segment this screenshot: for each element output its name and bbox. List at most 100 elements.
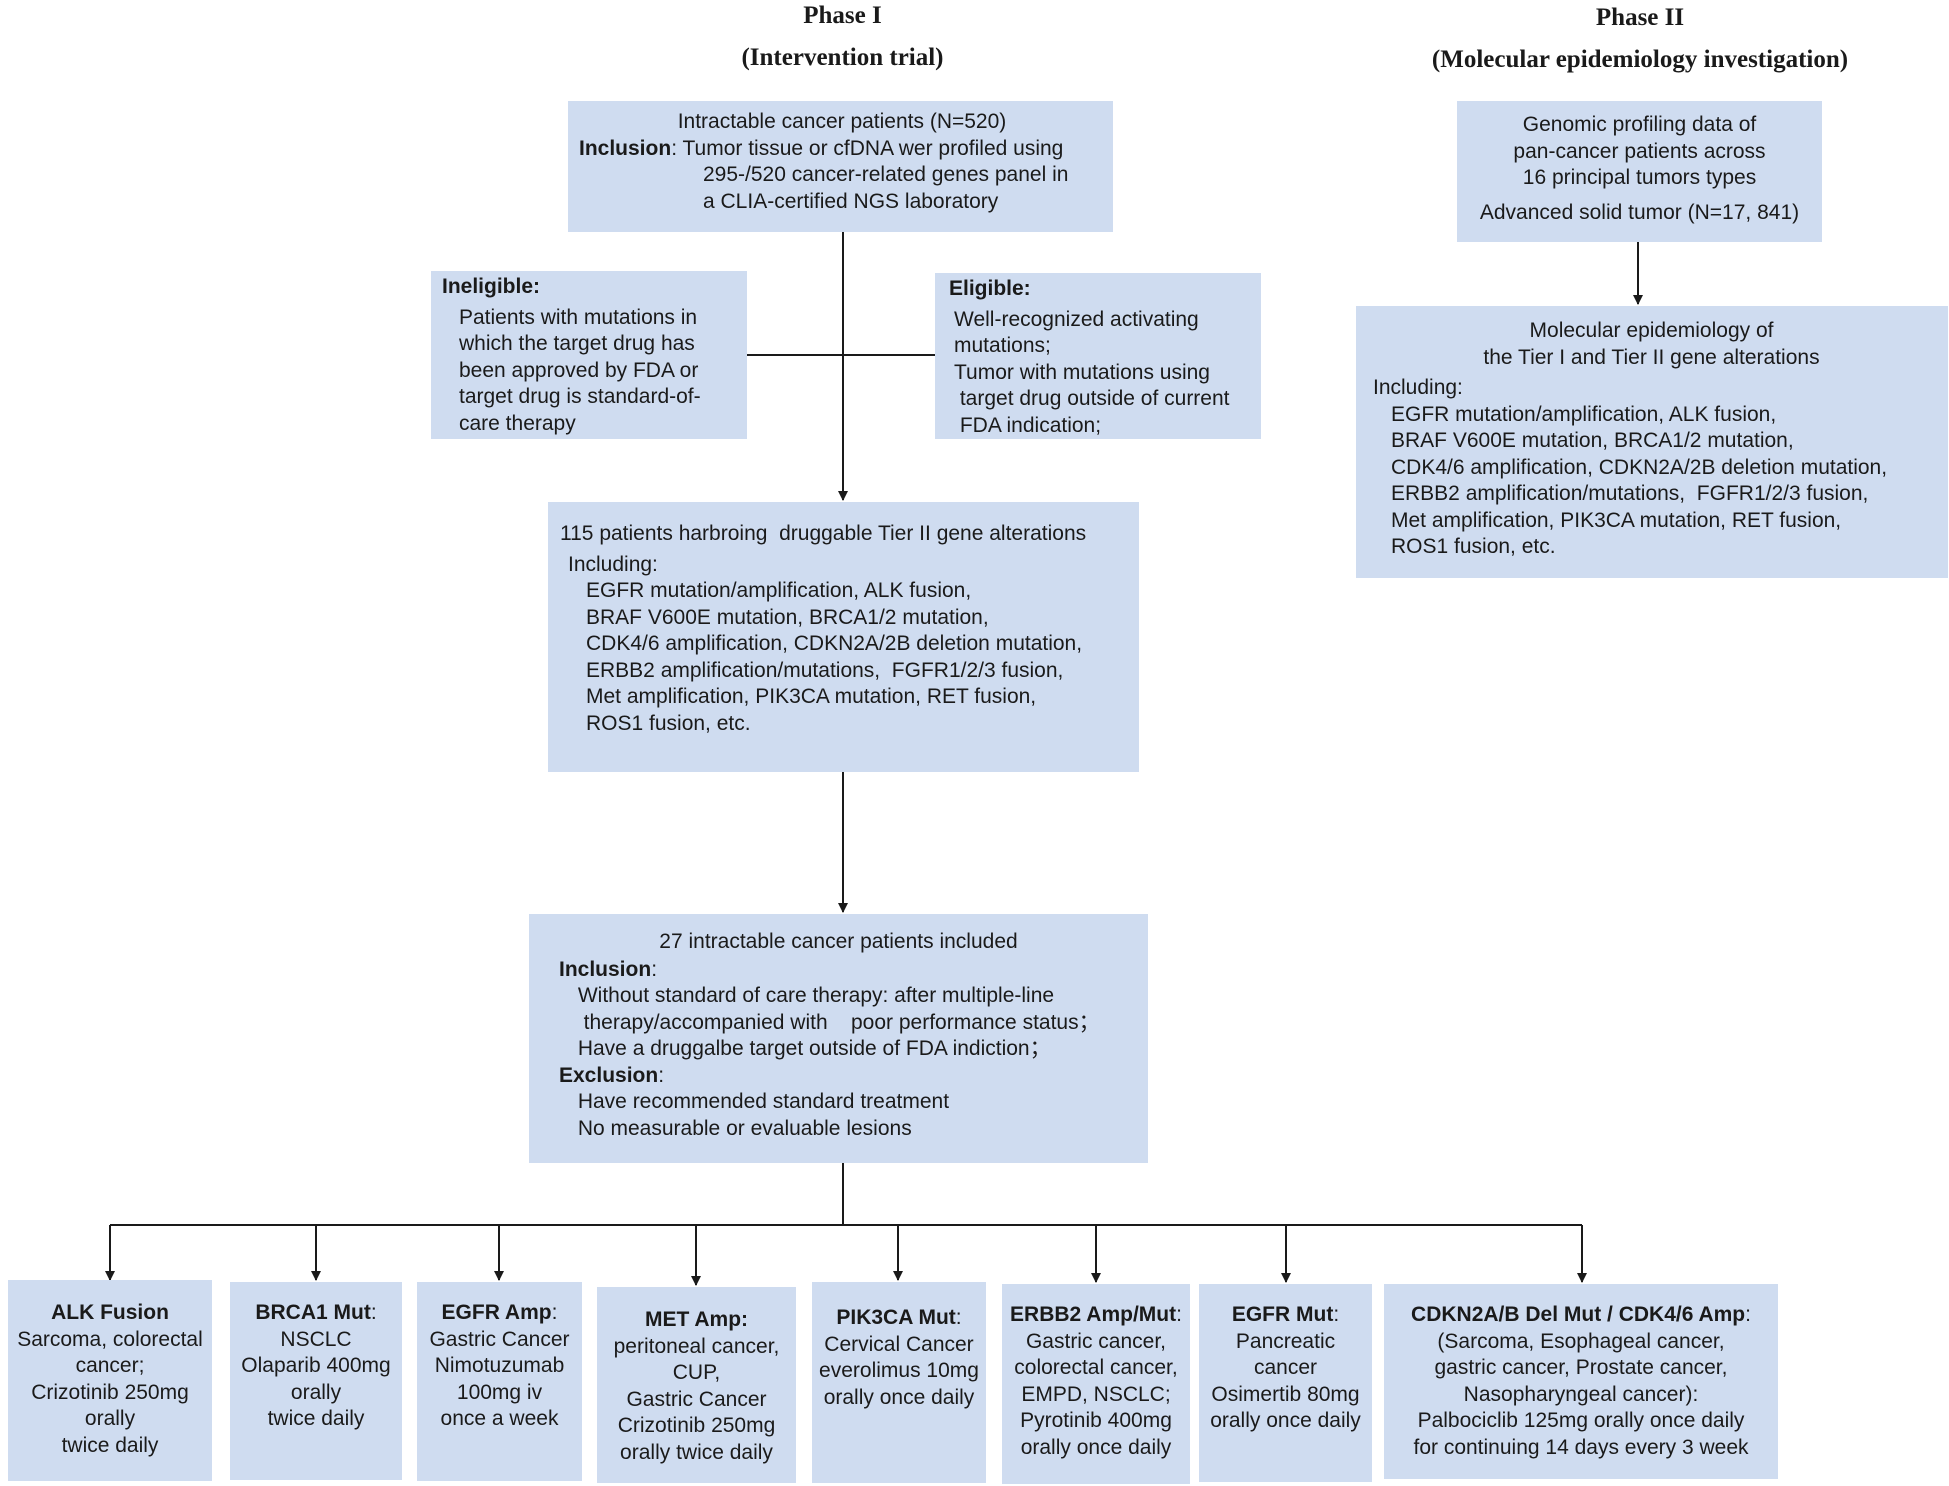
patients-inclusion-line: : Tumor tissue or cfDNA wer profiled usi… bbox=[671, 136, 1064, 160]
arm-line: twice daily bbox=[267, 1407, 365, 1430]
patients-title: Intractable cancer patients (N=520) bbox=[677, 110, 1007, 133]
molecular-including: Including: bbox=[1373, 376, 1463, 399]
ineligible-lines: Patients with mutations in which the tar… bbox=[442, 305, 739, 438]
arm-line: colorectal cancer, bbox=[1014, 1356, 1178, 1379]
arm-line: Crizotinib 250mg bbox=[31, 1380, 189, 1404]
patients-inclusion: Inclusion: Tumor tissue or cfDNA wer pro… bbox=[579, 136, 1105, 163]
included-inclusion-line: therapy/accompanied with poor performanc… bbox=[572, 1010, 1100, 1034]
arm-line: CUP, bbox=[672, 1361, 721, 1384]
arm-line: everolimus 10mg bbox=[819, 1359, 979, 1382]
arm-line: Gastric cancer, bbox=[1025, 1329, 1167, 1353]
arm-egfr-amp: EGFR Amp: Gastric Cancer Nimotuzumab 100… bbox=[417, 1282, 582, 1481]
molecular-lines: EGFR mutation/amplification, ALK fusion,… bbox=[1373, 402, 1942, 561]
included-exclusion-label: Exclusion bbox=[559, 1063, 659, 1087]
patients-box: Intractable cancer patients (N=520) Incl… bbox=[568, 101, 1113, 232]
included-title: 27 intractable cancer patients included bbox=[659, 930, 1018, 953]
eligible-line: target drug outside of current bbox=[954, 387, 1230, 410]
arm-line: Nasopharyngeal cancer): bbox=[1463, 1382, 1699, 1406]
genomic-line: Advanced solid tumor (N=17, 841) bbox=[1479, 200, 1800, 224]
arm-pik3ca-mut: PIK3CA Mut: Cervical Cancer everolimus 1… bbox=[812, 1282, 986, 1483]
arm-line: orally once daily bbox=[1020, 1435, 1172, 1459]
arm-title: ERBB2 Amp/Mut: bbox=[1010, 1303, 1182, 1326]
arm-line: Palbociclib 125mg orally once daily bbox=[1417, 1409, 1745, 1432]
tier2-box: 115 patients harbroing druggable Tier II… bbox=[548, 502, 1139, 772]
tier2-line: EGFR mutation/amplification, ALK fusion, bbox=[586, 579, 972, 602]
molecular-line: BRAF V600E mutation, BRCA1/2 mutation, bbox=[1391, 429, 1794, 452]
eligible-line: Well-recognized activating bbox=[954, 307, 1199, 331]
included-inclusion-label: Inclusion bbox=[559, 957, 652, 981]
arm-title: ALK Fusion bbox=[51, 1301, 169, 1324]
inclusion-label: Inclusion bbox=[579, 136, 672, 160]
genomic-box: Genomic profiling data of pan-cancer pat… bbox=[1457, 101, 1822, 242]
molecular-title-line: the Tier I and Tier II gene alterations bbox=[1483, 345, 1820, 369]
included-exclusion-line: Have recommended standard treatment bbox=[572, 1090, 950, 1113]
phase1-title: Phase I bbox=[803, 2, 882, 29]
included-exclusion: Exclusion: bbox=[559, 1063, 1140, 1090]
molecular-title-line: Molecular epidemiology of bbox=[1529, 319, 1774, 342]
arm-line: Olaparib 400mg bbox=[241, 1354, 391, 1377]
included-box: 27 intractable cancer patients included … bbox=[529, 914, 1148, 1163]
genomic-line: 16 principal tumors types bbox=[1522, 166, 1757, 189]
phase2-header: Phase II (Molecular epidemiology investi… bbox=[1380, 4, 1900, 74]
ineligible-line: which the target drug has bbox=[459, 332, 695, 355]
arm-brca1-mut: BRCA1 Mut: NSCLC Olaparib 400mg orally t… bbox=[230, 1282, 402, 1480]
arm-line: orally twice daily bbox=[620, 1440, 773, 1464]
arm-met-amp: MET Amp: peritoneal cancer, CUP, Gastric… bbox=[597, 1287, 796, 1483]
arm-title: BRCA1 Mut: bbox=[255, 1301, 377, 1324]
genomic-line: pan-cancer patients across bbox=[1513, 139, 1766, 163]
arm-line: twice daily bbox=[61, 1433, 159, 1457]
arm-line: peritoneal cancer, bbox=[613, 1334, 780, 1358]
arm-line: orally once daily bbox=[823, 1385, 975, 1409]
arm-line: Pancreatic bbox=[1235, 1329, 1336, 1353]
arm-line: orally bbox=[84, 1407, 136, 1430]
phase2-title: Phase II bbox=[1595, 4, 1685, 31]
eligible-line: Tumor with mutations using bbox=[954, 360, 1210, 384]
molecular-line: Met amplification, PIK3CA mutation, RET … bbox=[1391, 508, 1842, 532]
molecular-box: Molecular epidemiology of the Tier I and… bbox=[1356, 306, 1948, 578]
arm-line: orally bbox=[290, 1380, 342, 1404]
molecular-line: EGFR mutation/amplification, ALK fusion, bbox=[1391, 402, 1777, 426]
arm-line: 100mg iv bbox=[456, 1380, 543, 1404]
genomic-line: Genomic profiling data of bbox=[1522, 113, 1757, 136]
arm-line: cancer bbox=[1253, 1356, 1318, 1379]
arm-line: cancer; bbox=[75, 1354, 145, 1377]
arm-line: Pyrotinib 400mg bbox=[1020, 1409, 1172, 1432]
arm-line: once a week bbox=[440, 1407, 559, 1430]
arm-line: NSCLC bbox=[280, 1327, 352, 1351]
included-exclusion-colon: : bbox=[658, 1063, 665, 1087]
arm-line: EMPD, NSCLC; bbox=[1021, 1382, 1171, 1406]
tier2-lines: EGFR mutation/amplification, ALK fusion,… bbox=[560, 578, 1131, 737]
tier2-line: BRAF V600E mutation, BRCA1/2 mutation, bbox=[586, 605, 989, 629]
ineligible-line: care therapy bbox=[459, 411, 576, 435]
eligible-lines: Well-recognized activating mutations; Tu… bbox=[949, 307, 1253, 440]
included-exclusion-line: No measurable or evaluable lesions bbox=[572, 1116, 912, 1140]
tier2-line: Met amplification, PIK3CA mutation, RET … bbox=[586, 685, 1037, 708]
patients-inclusion-line: 295-/520 cancer-related genes panel in bbox=[703, 163, 1069, 186]
patients-inclusion-line: a CLIA-certified NGS laboratory bbox=[703, 189, 999, 213]
tier2-including: Including: bbox=[568, 552, 658, 576]
arm-title: CDKN2A/B Del Mut / CDK4/6 Amp: bbox=[1411, 1303, 1751, 1326]
ineligible-line: Patients with mutations in bbox=[459, 305, 698, 329]
phase1-subtitle: (Intervention trial) bbox=[741, 44, 944, 71]
arm-line: Cervical Cancer bbox=[824, 1332, 974, 1356]
arm-egfr-mut: EGFR Mut: Pancreatic cancer Osimertib 80… bbox=[1199, 1284, 1372, 1482]
arm-title: MET Amp: bbox=[644, 1308, 749, 1331]
tier2-title: 115 patients harbroing druggable Tier II… bbox=[560, 522, 1087, 545]
included-inclusion-lines: Without standard of care therapy: after … bbox=[559, 983, 1140, 1063]
arm-line: Sarcoma, colorectal bbox=[17, 1327, 203, 1351]
ineligible-label: Ineligible: bbox=[442, 275, 541, 298]
molecular-line: ROS1 fusion, etc. bbox=[1391, 535, 1556, 558]
included-exclusion-lines: Have recommended standard treatment No m… bbox=[559, 1089, 1140, 1142]
included-inclusion-line: Without standard of care therapy: after … bbox=[572, 984, 1055, 1007]
arm-line: gastric cancer, Prostate cancer, bbox=[1434, 1356, 1728, 1379]
arm-line: Osimertib 80mg bbox=[1211, 1382, 1360, 1406]
eligible-line: mutations; bbox=[954, 334, 1051, 357]
tier2-line: ERBB2 amplification/mutations, FGFR1/2/3… bbox=[586, 658, 1064, 682]
included-inclusion: Inclusion: bbox=[559, 957, 1140, 984]
arm-line: for continuing 14 days every 3 week bbox=[1413, 1435, 1749, 1459]
arm-alk-fusion: ALK Fusion Sarcoma, colorectal cancer; C… bbox=[8, 1280, 212, 1481]
arm-title: EGFR Amp: bbox=[441, 1301, 558, 1324]
arm-line: Nimotuzumab bbox=[434, 1354, 565, 1377]
ineligible-line: target drug is standard-of- bbox=[459, 385, 701, 408]
